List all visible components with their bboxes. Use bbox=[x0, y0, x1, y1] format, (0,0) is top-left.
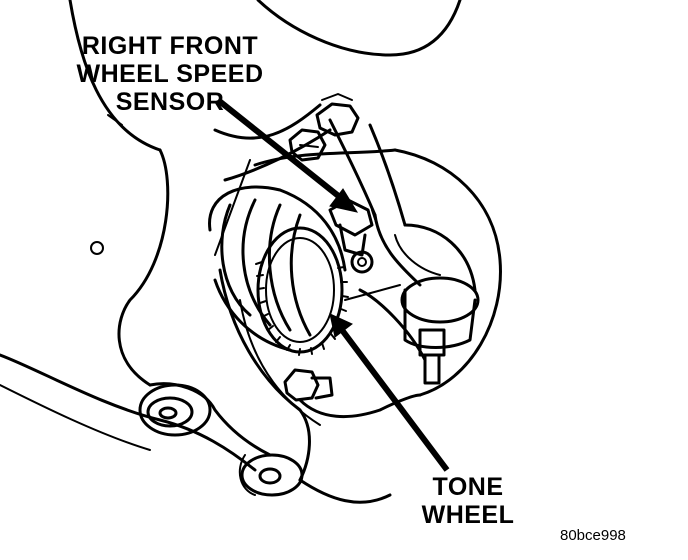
tone-wheel-callout: TONE WHEEL bbox=[408, 473, 528, 529]
lower-ball-joint-nut bbox=[283, 368, 334, 402]
frame-outline bbox=[68, 0, 462, 255]
tone-callout-line-1: TONE bbox=[432, 473, 504, 501]
sensor-arrowhead bbox=[329, 188, 359, 213]
sensor-callout: RIGHT FRONT WHEEL SPEED SENSOR bbox=[70, 32, 270, 116]
lower-bushing bbox=[238, 453, 304, 497]
sensor-callout-line-2: WHEEL SPEED bbox=[76, 60, 264, 88]
upper-ball-joint-nuts bbox=[288, 93, 360, 162]
steering-knuckle bbox=[218, 148, 502, 504]
tone-callout-line-2: WHEEL bbox=[421, 501, 515, 529]
sensor-callout-line-1: RIGHT FRONT bbox=[81, 32, 259, 60]
sensor-callout-line-3: SENSOR bbox=[115, 88, 225, 116]
figure-id: 80bce998 bbox=[560, 527, 626, 544]
wheel-speed-sensor bbox=[328, 198, 379, 274]
tone-wheel bbox=[255, 226, 349, 356]
lower-control-arm bbox=[0, 148, 272, 472]
tie-rod-end bbox=[328, 118, 480, 385]
tone-leader-line bbox=[339, 328, 450, 472]
sensor-leader-line bbox=[216, 97, 348, 205]
tone-arrowhead bbox=[329, 313, 353, 338]
